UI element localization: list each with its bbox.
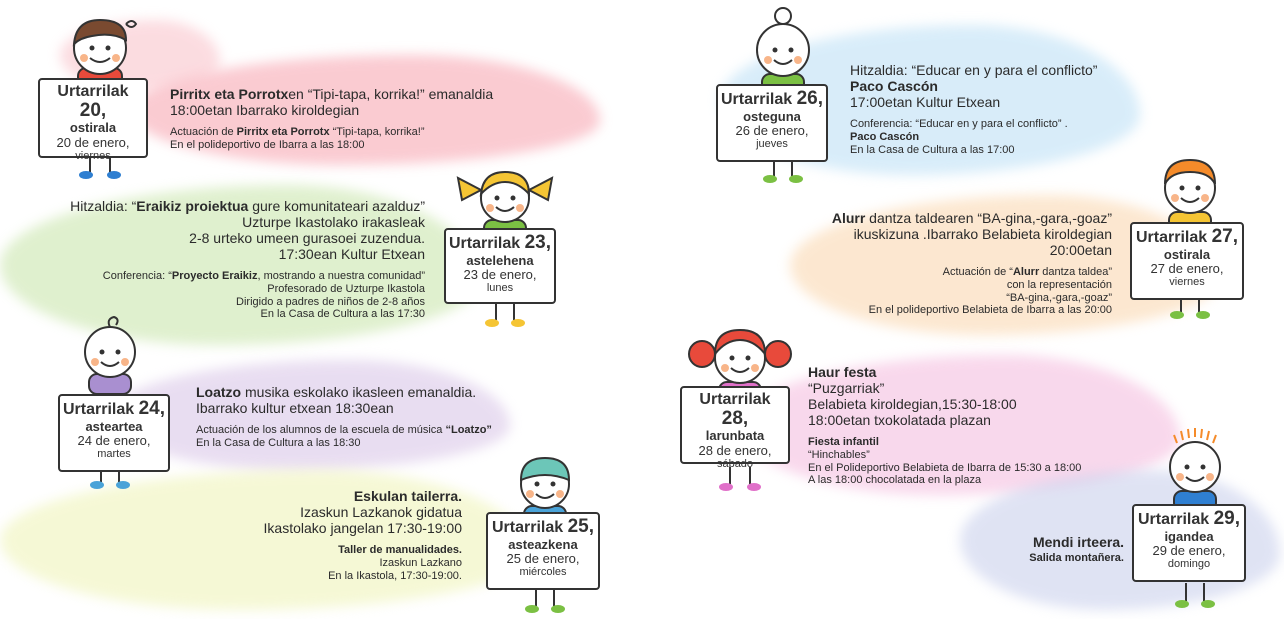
kid-illustration-24 [84, 315, 136, 489]
event-text-20: Pirritx eta Porrotxen “Tipi-tapa, korrik… [170, 86, 494, 151]
event-text-27: Alurr dantza taldearen “BA-gina,-gara,-g… [831, 210, 1112, 317]
event-text-28: Haur festa “Puzgarriak” Belabieta kirold… [808, 364, 1082, 487]
date-sign-26: Urtarrilak 26, osteguna 26 de enero, jue… [716, 84, 828, 162]
event-text-26: Hitzaldia: “Educar en y para el conflict… [850, 62, 1098, 156]
blob-purple [110, 360, 510, 470]
date-sign-29: Urtarrilak 29, igandea 29 de enero, domi… [1132, 504, 1246, 582]
event-text-29: Mendi irteera. Salida montañera. [1029, 534, 1124, 565]
blob-yellow [0, 470, 530, 610]
date-sign-24: Urtarrilak 24, asteartea 24 de enero, ma… [58, 394, 170, 472]
date-sign-20: Urtarrilak 20, ostirala 20 de enero, vie… [38, 78, 148, 162]
event-text-23: Hitzaldia: “Eraikiz proiektua gure komun… [70, 198, 425, 321]
date-sign-23: Urtarrilak 23, astelehena 23 de enero, l… [444, 228, 556, 304]
blob-green [0, 185, 480, 345]
event-text-25: Eskulan tailerra. Izaskun Lazkanok gidat… [263, 488, 462, 582]
event-text-24: Loatzo musika eskolako ikasleen emanaldi… [196, 384, 492, 449]
kid-illustration-26 [756, 7, 810, 183]
date-sign-27: Urtarrilak 27, ostirala 27 de enero, vie… [1130, 222, 1244, 300]
date-sign-25: Urtarrilak 25, asteazkena 25 de enero, m… [486, 512, 600, 590]
date-sign-28: Urtarrilak 28, larunbata 28 de enero, sá… [680, 386, 790, 470]
kid-illustration-28 [688, 328, 792, 491]
